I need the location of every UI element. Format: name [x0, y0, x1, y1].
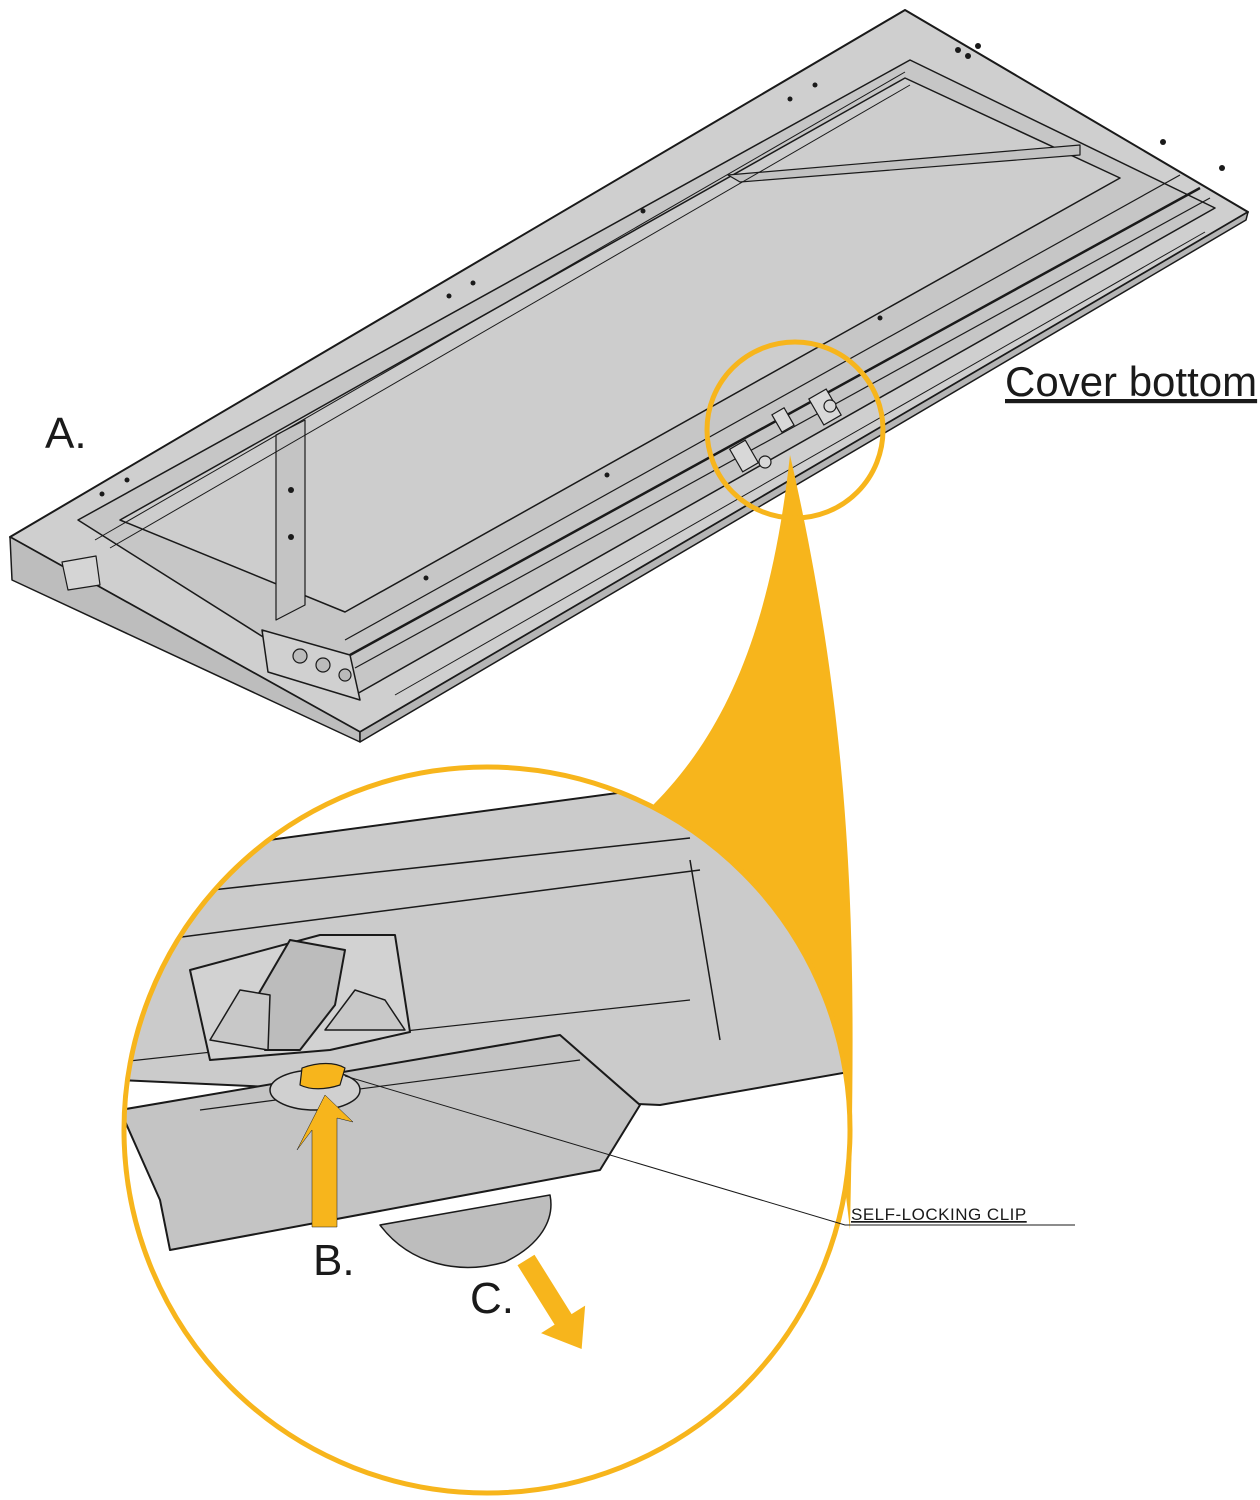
screw-hole: [288, 534, 294, 540]
cover-connector-block: [261, 629, 361, 701]
callout-small-circle: [704, 339, 886, 521]
screw-hole: [288, 487, 294, 493]
callout-large-circle: [121, 764, 853, 1496]
cover-center-panel: [119, 77, 1121, 613]
self-locking-clip-label: SELF-LOCKING CLIP: [851, 1205, 1027, 1224]
detail-lower-plate: [124, 1034, 641, 1251]
callout-detail: [124, 767, 850, 1493]
screw-hole: [124, 477, 130, 483]
cover-frame-line: [94, 71, 906, 541]
cover-rail: [394, 231, 1206, 696]
screw-hole: [423, 575, 429, 581]
screw-hole: [955, 47, 961, 53]
cover-side-edge: [359, 211, 1249, 743]
detail-edge: [124, 869, 701, 946]
cover-connector: [292, 648, 308, 664]
detail-edge: [689, 859, 721, 1041]
cover-connector: [315, 657, 331, 673]
step-b-label: B.: [313, 1236, 355, 1285]
screw-hole: [99, 491, 105, 497]
cover-bottom-title: Cover bottom: [1005, 358, 1257, 405]
cover-rail: [349, 186, 1201, 657]
cover-rail: [344, 174, 1181, 641]
screw-hole: [787, 96, 793, 102]
screw-hole: [470, 280, 476, 286]
step-c-label: C.: [470, 1274, 514, 1323]
clip-leader-line: [344, 1075, 1075, 1226]
arrow-c-down-right-icon: [517, 1254, 586, 1350]
cover-brace: [727, 144, 1081, 183]
zoom-callout: [121, 339, 886, 1496]
screw-hole: [965, 53, 971, 59]
detail-clip-wing: [209, 989, 271, 1051]
detail-clip-wing: [324, 989, 406, 1031]
screw-hole: [812, 82, 818, 88]
screw-hole: [604, 472, 610, 478]
cover-screw-holes: [99, 43, 1225, 581]
cover-corner-bracket: [61, 555, 101, 591]
cover-connector: [338, 668, 352, 682]
callout-wedge: [648, 455, 853, 1230]
cover-strut: [275, 419, 306, 621]
detail-disk: [379, 1194, 552, 1269]
detail-edge: [199, 1059, 581, 1111]
screw-hole: [1219, 165, 1225, 171]
cover-rail: [354, 197, 1211, 669]
clip-mechanism-small: [728, 388, 842, 473]
cover-frame-line: [109, 84, 911, 549]
screw-hole: [640, 208, 646, 214]
screw-hole: [1160, 139, 1166, 145]
arrow-b-up-icon: [296, 1094, 354, 1228]
screw-hole: [877, 315, 883, 321]
screw-hole: [975, 43, 981, 49]
self-locking-clip-tab: [299, 1062, 346, 1090]
screw-hole: [446, 293, 452, 299]
step-a-label: A.: [45, 409, 87, 458]
cover-panel: [9, 9, 1249, 743]
